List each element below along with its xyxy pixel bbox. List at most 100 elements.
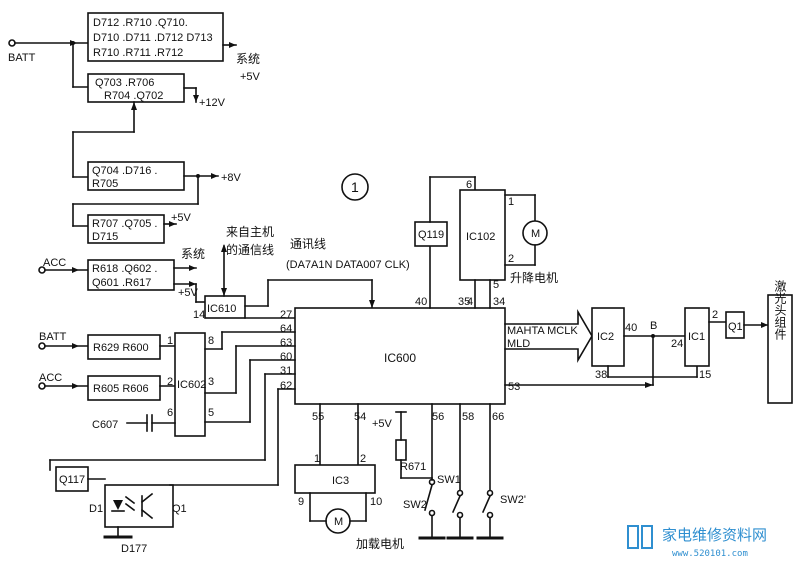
v12-block-line2: R704 .Q702 bbox=[104, 90, 163, 102]
ic1-label: IC1 bbox=[688, 331, 705, 343]
v5-block-line1: R707 .Q705 . bbox=[92, 218, 157, 230]
sheet-number: 1 bbox=[351, 179, 359, 195]
ic102-chip bbox=[459, 189, 506, 281]
pin-34: 34 bbox=[493, 296, 505, 308]
sheet-number-circle bbox=[341, 173, 369, 201]
q117-chip bbox=[55, 466, 89, 492]
v12-regulator-block bbox=[87, 73, 185, 103]
watermark-url: www.520101.com bbox=[672, 549, 748, 559]
pin-40a: 40 bbox=[415, 296, 427, 308]
pin-53: 53 bbox=[508, 381, 520, 393]
v8-block-line1: Q704 .D716 . bbox=[92, 165, 157, 177]
ic602-label: IC602 bbox=[177, 379, 206, 391]
v5a-rail-label: +5V bbox=[171, 212, 192, 224]
sys-block-line2: D710 .D711 .D712 D713 bbox=[93, 32, 213, 44]
load-motor-label: 加载电机 bbox=[356, 537, 404, 551]
d1-label: D1 bbox=[89, 503, 103, 515]
laser-label: 激光头组件 bbox=[773, 280, 787, 340]
acc-mid-label: ACC bbox=[43, 257, 66, 269]
pin-64: 64 bbox=[280, 323, 292, 335]
pin-24: 24 bbox=[671, 338, 683, 350]
pin-1c: 1 bbox=[314, 453, 320, 465]
v12-block-line1: Q703 .R706 bbox=[95, 77, 154, 89]
d177-label: D177 bbox=[121, 543, 147, 555]
comm-line-label: 通讯线 bbox=[290, 237, 326, 251]
pin-27: 27 bbox=[280, 309, 292, 321]
v8-regulator-block bbox=[87, 161, 185, 191]
comm-line-cn-label: 的通信线 bbox=[226, 242, 274, 257]
pin-58: 58 bbox=[462, 411, 474, 423]
pin-4: 4 bbox=[467, 296, 473, 308]
q119-chip bbox=[414, 221, 448, 247]
sw2-label: SW2 bbox=[403, 499, 427, 511]
node-b-label: B bbox=[650, 320, 657, 332]
ic602-chip bbox=[174, 332, 206, 437]
optocoupler-box bbox=[104, 484, 174, 528]
pin-54: 54 bbox=[354, 411, 366, 423]
comm-signals-label: (DA7A1N DATA007 CLK) bbox=[286, 259, 410, 271]
acc-block-line1: R618 .Q602 . bbox=[92, 263, 157, 275]
ic1-chip bbox=[684, 307, 710, 367]
pin-2b: 2 bbox=[508, 253, 514, 265]
pin-15: 15 bbox=[699, 369, 711, 381]
watermark-book-icon bbox=[627, 525, 653, 549]
q119-label: Q119 bbox=[418, 229, 444, 241]
q1-opto-label: Q1 bbox=[172, 503, 187, 515]
v8-block-line2: R705 bbox=[92, 178, 118, 190]
pin-5b: 5 bbox=[493, 279, 499, 291]
pin-66: 66 bbox=[492, 411, 504, 423]
acc-block-line2: Q601 .R617 bbox=[92, 277, 151, 289]
pin-9: 9 bbox=[298, 496, 304, 508]
pin-2d: 2 bbox=[360, 453, 366, 465]
sys-5v-label: 系统 bbox=[236, 52, 260, 66]
pin-3: 3 bbox=[208, 376, 214, 388]
watermark-cn: 家电维修资料网 bbox=[662, 526, 767, 544]
pin-6: 6 bbox=[167, 407, 173, 419]
c607-label: C607 bbox=[92, 419, 118, 431]
v5b-rail-label: +5V bbox=[178, 287, 199, 299]
ic600-main-chip bbox=[294, 307, 506, 405]
sys-5v-value: +5V bbox=[240, 71, 261, 83]
mahta-label: MAHTA MCLK bbox=[507, 325, 578, 337]
pin-1b: 1 bbox=[508, 196, 514, 208]
r671-resistor bbox=[395, 439, 407, 461]
ic3-5v-label: +5V bbox=[372, 418, 393, 430]
lift-motor-label: 升降电机 bbox=[510, 271, 558, 285]
pin-8: 8 bbox=[208, 335, 214, 347]
pin-63: 63 bbox=[280, 337, 292, 349]
pin-31: 31 bbox=[280, 365, 292, 377]
batt-mid-terminal bbox=[38, 342, 46, 350]
pin-40b: 40 bbox=[625, 322, 637, 334]
v8-rail-label: +8V bbox=[221, 172, 242, 184]
lift-motor-m: M bbox=[531, 228, 540, 240]
sys-block-line3: R710 .R711 .R712 bbox=[93, 47, 183, 59]
pin-1: 1 bbox=[167, 335, 173, 347]
q1-driver-label: Q1 bbox=[728, 321, 743, 333]
pin-62: 62 bbox=[280, 380, 292, 392]
pin-55: 55 bbox=[312, 411, 324, 423]
mld-label: MLD bbox=[507, 338, 530, 350]
pin-60: 60 bbox=[280, 351, 292, 363]
sys-acc-label: 系统 bbox=[181, 247, 205, 261]
sys-block-line1: D712 .R710 .Q710. bbox=[93, 17, 188, 29]
batt-top-label: BATT bbox=[8, 52, 36, 64]
sw2p-label: SW2' bbox=[500, 494, 526, 506]
pin-35: 35 bbox=[458, 296, 470, 308]
v5-block-line2: D715 bbox=[92, 231, 118, 243]
r605-r606-block bbox=[87, 375, 161, 401]
q117-label: Q117 bbox=[59, 474, 85, 486]
ic3-label: IC3 bbox=[332, 475, 349, 487]
from-host-label: 来自主机 bbox=[226, 225, 274, 239]
r629-label: R629 R600 bbox=[93, 342, 149, 354]
ic600-label: IC600 bbox=[384, 351, 416, 365]
acc-low-label: ACC bbox=[39, 372, 62, 384]
d1-diode bbox=[113, 500, 123, 510]
r605-label: R605 R606 bbox=[93, 383, 149, 395]
pin-6b: 6 bbox=[466, 179, 472, 191]
v5-regulator-block bbox=[87, 214, 165, 244]
pin-38: 38 bbox=[595, 369, 607, 381]
v12-rail-label: +12V bbox=[199, 97, 226, 109]
sw1-label: SW1 bbox=[437, 474, 461, 486]
